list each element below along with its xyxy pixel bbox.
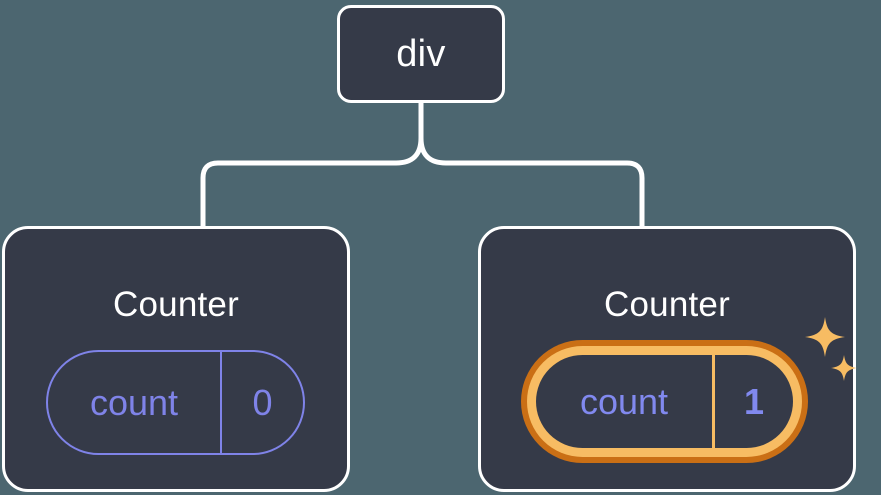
sparkles-group <box>805 317 857 381</box>
state-pill-body: count 1 <box>536 355 793 448</box>
tree-node-counter-right[interactable]: Counter count 1 <box>478 226 857 492</box>
root-node-label: div <box>396 33 446 75</box>
sparkle-large-icon <box>805 317 845 357</box>
state-key-label: count <box>536 355 715 448</box>
state-pill-highlight-ring: count 1 <box>527 346 802 457</box>
state-value-label: 1 <box>743 380 765 422</box>
sparkle-small-icon <box>831 355 857 381</box>
tree-node-counter-left[interactable]: Counter count 0 <box>2 226 350 492</box>
tree-node-root[interactable]: div <box>337 5 505 103</box>
state-key-label: count <box>48 352 222 453</box>
state-pill-count-highlighted[interactable]: count 1 <box>521 340 808 463</box>
state-value-label: 0 <box>252 381 273 423</box>
state-pill-count[interactable]: count 0 <box>46 350 305 455</box>
component-title: Counter <box>604 285 730 324</box>
connector-path-left <box>200 100 424 231</box>
component-title: Counter <box>113 285 239 324</box>
connector-path-right <box>418 100 645 231</box>
